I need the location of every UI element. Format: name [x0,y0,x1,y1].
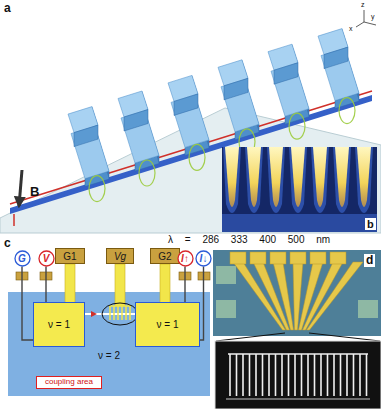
wavelength-label: λ = 286 333 400 500 nm [168,234,330,245]
wire [45,267,46,303]
gate-finger [118,91,159,171]
axis-label: y [371,13,375,21]
sem-base [226,398,370,400]
circle-outline [196,251,211,266]
axis-label: z [361,1,365,9]
node-text: ν = 1 [157,319,179,330]
meter-circle: V [38,250,55,267]
node-text: V [43,253,50,264]
device-photo [213,250,381,336]
field-map [222,147,377,232]
node-text: G [18,253,26,264]
circle-outline [178,251,193,266]
gate-finger [318,29,359,109]
panel-letter: d [364,254,375,267]
area-label-box: coupling area [36,376,102,389]
gate-pad: Vg [106,248,134,264]
gate-pad: G1 [55,248,85,264]
panel-letter: a [2,2,13,15]
wire [184,267,185,303]
filling-region: ν = 2 ν = 1 ν = 1 coupling area [8,292,210,396]
sem-inset [215,341,381,409]
circle-outline [15,251,30,266]
field-label: B [30,185,39,199]
gate-comb [109,306,131,320]
node-text: coupling area [45,378,93,387]
circle-outline [39,251,54,266]
contact-pads [16,272,210,280]
zoom-lines [216,333,380,341]
filling-region: ν = 1 [135,302,200,347]
node-text: Vg [114,251,126,262]
gate-pad: G2 [150,248,180,264]
panel-letter: b [365,218,376,230]
axes [356,10,376,27]
gate-finger [268,44,309,124]
meter-circle: I↑ [177,250,194,267]
wire [22,267,33,341]
node-text: G2 [158,251,171,262]
node-text: ν = 2 [98,350,120,361]
gate-finger [218,60,259,140]
field-arrow [19,170,22,206]
simulation-inset [222,147,377,232]
two-deg-region [8,292,210,396]
panel-letter: c [2,237,13,250]
node-text: I↓ [200,253,208,264]
gold-leads [230,252,363,330]
spin-arrows [13,214,15,226]
gate-finger [68,107,109,187]
meter-circle: I↓ [195,250,212,267]
wire [200,267,204,341]
meter-circle: G [14,250,31,267]
gate-finger [168,75,209,155]
axis-label: x [349,25,353,33]
sem-comb [228,354,368,396]
edge-arrow [91,311,97,317]
node-text: I↑ [181,253,189,264]
node-text: ν = 1 [48,319,70,330]
gate-bars [65,264,170,306]
node-text: G1 [63,251,76,262]
coupling-ellipse [102,303,138,325]
filling-region: ν = 1 [33,302,85,347]
